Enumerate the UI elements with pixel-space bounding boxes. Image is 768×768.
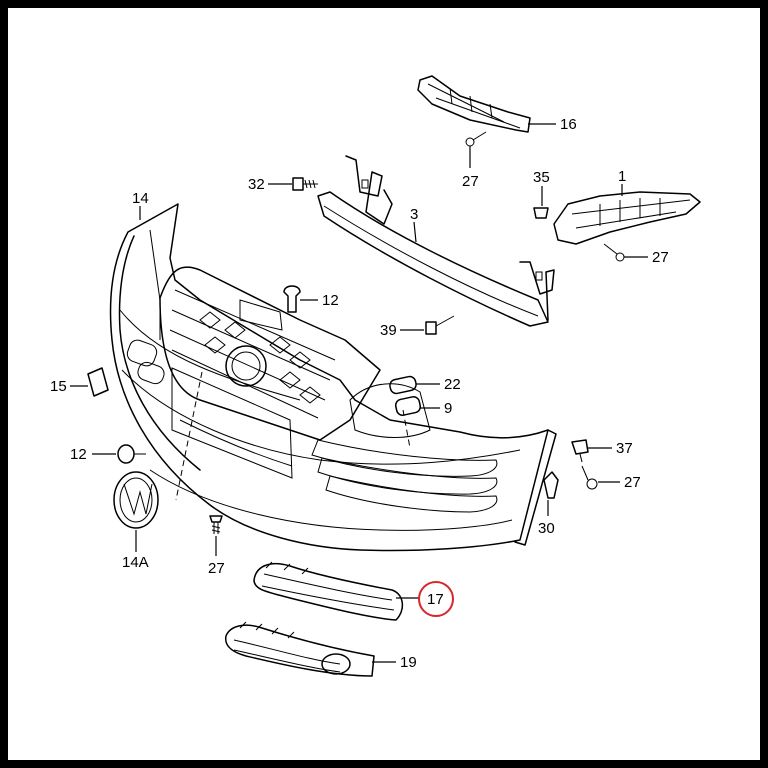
emblem-14A xyxy=(113,471,159,529)
callout-17: 17 xyxy=(427,591,444,608)
callout-1: 1 xyxy=(618,168,626,185)
callout-35: 35 xyxy=(533,169,550,186)
callout-30: 30 xyxy=(538,520,555,537)
screw-27-top xyxy=(465,131,487,147)
callout-27: 27 xyxy=(624,474,641,491)
callout-9: 9 xyxy=(444,400,452,417)
clip-12-top xyxy=(283,285,301,313)
clip-37 xyxy=(571,439,589,463)
callout-14: 14 xyxy=(132,190,149,207)
clip-30 xyxy=(543,471,559,499)
cap-22 xyxy=(389,375,417,395)
leader-lines xyxy=(70,123,648,663)
callout-27: 27 xyxy=(462,173,479,190)
callout-32: 32 xyxy=(248,176,265,193)
callout-19: 19 xyxy=(400,654,417,671)
side-guide xyxy=(553,191,701,245)
bumper-cover xyxy=(109,203,557,552)
screw-27-guide xyxy=(603,243,625,262)
callout-12: 12 xyxy=(70,446,87,463)
highlight-circle-17 xyxy=(418,581,454,617)
callout-3: 3 xyxy=(410,206,418,223)
clip-12-left xyxy=(117,444,146,464)
bolt-32 xyxy=(292,177,318,191)
callout-37: 37 xyxy=(616,440,633,457)
upper-bracket xyxy=(417,75,531,133)
callout-12: 12 xyxy=(322,292,339,309)
grille-19 xyxy=(224,621,375,677)
callout-15: 15 xyxy=(50,378,67,395)
grille-17 xyxy=(253,561,404,621)
clip-15 xyxy=(87,367,109,397)
callout-14A: 14A xyxy=(122,554,149,571)
callout-27: 27 xyxy=(652,249,669,266)
screw-27-right xyxy=(581,465,598,490)
callout-22: 22 xyxy=(444,376,461,393)
screw-27-bottom xyxy=(209,515,223,534)
callout-16: 16 xyxy=(560,116,577,133)
cap-9 xyxy=(394,396,422,416)
impact-bar xyxy=(317,155,555,327)
callout-labels: 16 27 35 1 27 32 3 14 12 39 15 22 9 12 3… xyxy=(50,116,669,671)
clip-35 xyxy=(533,207,549,219)
callout-39: 39 xyxy=(380,322,397,339)
callout-27: 27 xyxy=(208,560,225,577)
bolt-39 xyxy=(425,315,455,335)
